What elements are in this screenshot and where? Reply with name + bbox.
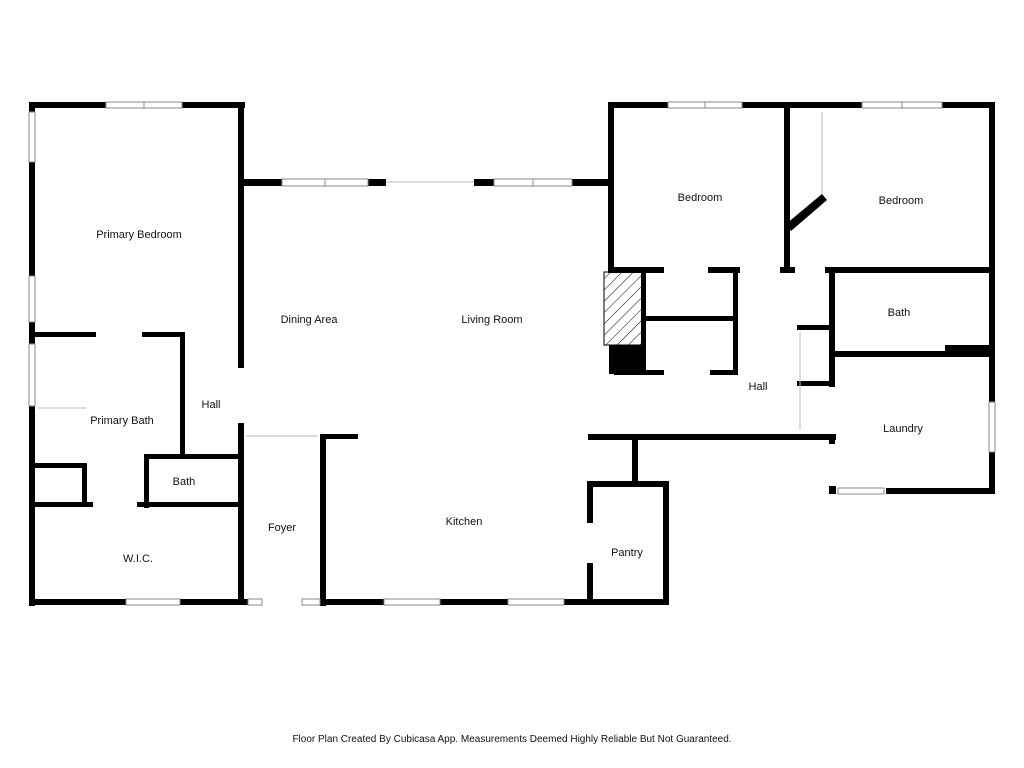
opening-primary-bath — [96, 332, 142, 337]
footer-disclaimer: Floor Plan Created By Cubicasa App. Meas… — [292, 734, 732, 745]
wall-right-top — [608, 102, 995, 108]
walls — [29, 102, 995, 606]
label-living-room: Living Room — [461, 314, 522, 326]
window — [383, 598, 441, 606]
label-dining-area: Dining Area — [281, 314, 339, 326]
opening-bath — [795, 267, 825, 273]
wall-fireplace-base — [609, 345, 646, 375]
wall-kitchen-top — [320, 434, 358, 439]
label-wic: W.I.C. — [123, 553, 153, 565]
label-foyer: Foyer — [268, 522, 296, 534]
label-bath-small: Bath — [173, 476, 196, 488]
window — [28, 275, 36, 323]
opening-hall-left — [238, 368, 244, 423]
wall-closet-right — [82, 463, 87, 507]
wall-laundry-left — [829, 434, 835, 444]
window — [837, 487, 885, 495]
window — [125, 598, 181, 606]
window — [301, 598, 321, 606]
window — [507, 598, 565, 606]
label-kitchen: Kitchen — [446, 516, 483, 528]
label-pantry: Pantry — [611, 547, 643, 559]
wall-closet-top — [29, 463, 87, 468]
wall-pantry-right — [663, 481, 669, 605]
wall-laundry-stub — [829, 486, 836, 494]
window — [988, 401, 996, 453]
opening-bedroom2 — [740, 267, 780, 273]
wall-center-bottom — [244, 599, 669, 605]
wall-pantry-stub — [632, 434, 638, 486]
wall-right-left — [608, 102, 614, 273]
opening-pantry — [587, 523, 593, 563]
wall-wic-right — [238, 423, 244, 605]
fireplace — [603, 271, 643, 346]
wall-small-bath-left — [144, 454, 149, 508]
window — [28, 111, 36, 163]
room-labels: Primary Bedroom Dining Area Living Room … — [90, 192, 923, 565]
wall-right-outer — [989, 102, 995, 494]
windows — [28, 101, 996, 606]
label-hall-left: Hall — [202, 399, 221, 411]
wall-bedroom-right — [238, 102, 244, 368]
window — [247, 598, 263, 606]
openings — [93, 179, 835, 605]
label-hall-right: Hall — [749, 381, 768, 393]
thin-lines — [38, 112, 823, 430]
label-primary-bedroom: Primary Bedroom — [96, 229, 182, 241]
label-laundry: Laundry — [883, 423, 923, 435]
opening-laundry — [829, 444, 835, 486]
wall-hall-bottom — [588, 434, 836, 440]
window — [28, 343, 36, 407]
wall-bath-bottom-thick — [945, 345, 995, 357]
opening-front-door — [262, 599, 302, 605]
wall-foyer-right — [320, 434, 326, 606]
wall-bath-bottom — [829, 351, 995, 357]
opening-bedroom1 — [664, 267, 708, 273]
label-primary-bath: Primary Bath — [90, 415, 154, 427]
wall-bedroom-diagonal — [786, 194, 827, 231]
opening-hall-right — [608, 374, 614, 434]
wall-closet-mid — [641, 316, 738, 321]
wall-primary-bath-right — [180, 332, 185, 456]
wall-linen-box-bottom — [797, 381, 835, 386]
label-bath-upper: Bath — [888, 307, 911, 319]
wall-laundry-bottom — [886, 488, 995, 494]
wall-bedrooms-divider — [784, 102, 790, 272]
label-bedroom-2: Bedroom — [879, 195, 924, 207]
opening-closet — [664, 370, 710, 375]
wall-small-bath-top — [144, 454, 244, 459]
wall-linen-box — [797, 325, 835, 330]
opening-wic — [93, 502, 137, 507]
wall-pantry-top — [587, 481, 669, 487]
label-bedroom-1: Bedroom — [678, 192, 723, 204]
